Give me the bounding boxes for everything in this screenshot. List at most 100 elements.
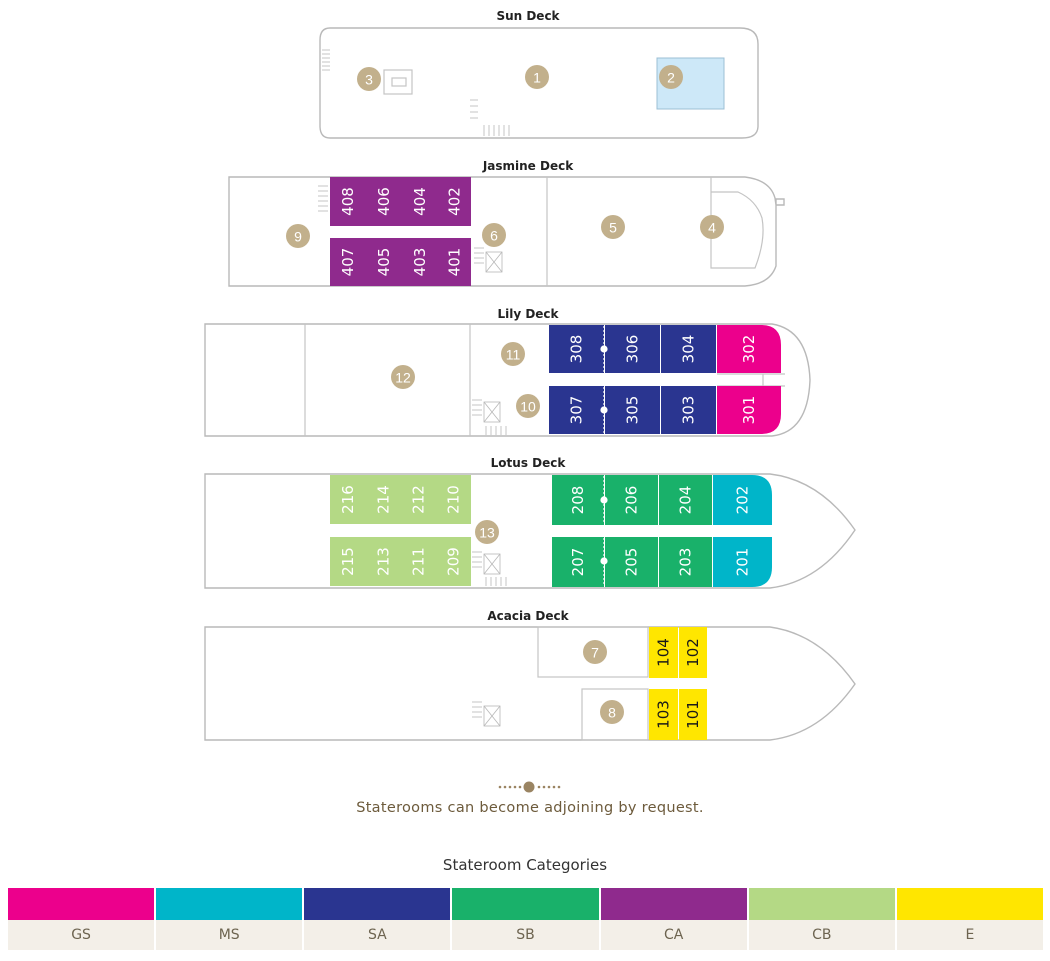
stateroom-303[interactable]: 303 xyxy=(661,386,716,434)
stateroom-number: 211 xyxy=(410,547,428,576)
stateroom-number: 103 xyxy=(655,700,673,729)
category-gs: GS xyxy=(8,888,155,950)
category-ms: MS xyxy=(156,888,303,950)
deck-title-sun: Sun Deck xyxy=(496,9,560,23)
stateroom-404[interactable]: 404 xyxy=(402,177,438,226)
area-marker-7[interactable]: 7 xyxy=(583,640,607,664)
area-marker-3[interactable]: 3 xyxy=(357,67,381,91)
area-marker-2[interactable]: 2 xyxy=(659,65,683,89)
stateroom-216[interactable]: 216 xyxy=(330,475,366,524)
marker-number: 5 xyxy=(609,220,617,236)
stateroom-402[interactable]: 402 xyxy=(438,177,471,226)
area-marker-1[interactable]: 1 xyxy=(525,65,549,89)
stateroom-206[interactable]: 206 xyxy=(605,475,658,525)
stateroom-405[interactable]: 405 xyxy=(366,238,402,286)
category-swatch xyxy=(896,888,1043,920)
deck-title-acacia: Acacia Deck xyxy=(487,609,569,623)
stateroom-shape xyxy=(549,386,604,434)
stateroom-number: 407 xyxy=(339,248,357,277)
stateroom-408[interactable]: 408 xyxy=(330,177,366,226)
stateroom-shape xyxy=(659,537,712,587)
stateroom-304[interactable]: 304 xyxy=(661,325,716,373)
stateroom-204[interactable]: 204 xyxy=(659,475,712,525)
stateroom-number: 305 xyxy=(624,396,642,425)
stateroom-302[interactable]: 302 xyxy=(717,325,781,373)
stateroom-shape xyxy=(366,177,402,226)
stateroom-shape xyxy=(552,475,604,525)
category-e: E xyxy=(896,888,1043,950)
marker-circle xyxy=(659,65,683,89)
category-swatch xyxy=(600,888,747,920)
stateroom-number: 102 xyxy=(684,638,702,667)
stateroom-number: 306 xyxy=(624,335,642,364)
stateroom-number: 205 xyxy=(623,548,641,577)
category-swatch xyxy=(748,888,895,920)
marker-number: 8 xyxy=(608,705,616,721)
stateroom-201[interactable]: 201 xyxy=(713,537,772,587)
area-marker-11[interactable]: 11 xyxy=(501,342,525,366)
area-marker-4[interactable]: 4 xyxy=(700,215,724,239)
stateroom-211[interactable]: 211 xyxy=(401,537,436,586)
stateroom-number: 307 xyxy=(568,396,586,425)
stateroom-number: 303 xyxy=(680,396,698,425)
stateroom-shape xyxy=(330,177,366,226)
stateroom-305[interactable]: 305 xyxy=(605,386,660,434)
stateroom-shape xyxy=(436,537,471,586)
marker-circle xyxy=(391,365,415,389)
stateroom-number: 215 xyxy=(339,547,357,576)
marker-circle xyxy=(475,520,499,544)
area-marker-9[interactable]: 9 xyxy=(286,224,310,248)
stateroom-209[interactable]: 209 xyxy=(436,537,471,586)
stateroom-number: 404 xyxy=(411,187,429,216)
stateroom-210[interactable]: 210 xyxy=(436,475,471,524)
area-marker-8[interactable]: 8 xyxy=(600,700,624,724)
stateroom-213[interactable]: 213 xyxy=(366,537,401,586)
marker-number: 11 xyxy=(506,347,521,363)
area-marker-10[interactable]: 10 xyxy=(516,394,540,418)
marker-number: 9 xyxy=(294,229,302,245)
stateroom-308[interactable]: 308 xyxy=(549,325,604,373)
stateroom-shape xyxy=(661,386,716,434)
categories-title: Stateroom Categories xyxy=(442,856,608,874)
stateroom-number: 403 xyxy=(411,248,429,277)
stateroom-407[interactable]: 407 xyxy=(330,238,366,286)
stateroom-shape xyxy=(713,475,772,525)
area-marker-6[interactable]: 6 xyxy=(482,223,506,247)
stateroom-number: 207 xyxy=(569,548,587,577)
stateroom-shape xyxy=(549,325,604,373)
stateroom-301[interactable]: 301 xyxy=(717,386,781,434)
area-marker-12[interactable]: 12 xyxy=(391,365,415,389)
stateroom-403[interactable]: 403 xyxy=(402,238,438,286)
stateroom-101[interactable]: 101 xyxy=(679,689,707,740)
adjoining-dot xyxy=(600,496,608,504)
stateroom-number: 302 xyxy=(740,335,758,364)
stateroom-214[interactable]: 214 xyxy=(366,475,401,524)
area-marker-13[interactable]: 13 xyxy=(475,520,499,544)
stateroom-shape xyxy=(330,537,366,586)
stateroom-203[interactable]: 203 xyxy=(659,537,712,587)
stateroom-102[interactable]: 102 xyxy=(679,627,707,678)
category-label: SB xyxy=(452,920,599,950)
stateroom-406[interactable]: 406 xyxy=(366,177,402,226)
stateroom-208[interactable]: 208 xyxy=(552,475,604,525)
category-label: MS xyxy=(156,920,303,950)
stateroom-205[interactable]: 205 xyxy=(605,537,658,587)
area-marker-5[interactable]: 5 xyxy=(601,215,625,239)
category-label: GS xyxy=(8,920,155,950)
stateroom-104[interactable]: 104 xyxy=(649,627,678,678)
stateroom-shape xyxy=(366,238,402,286)
stateroom-307[interactable]: 307 xyxy=(549,386,604,434)
stateroom-212[interactable]: 212 xyxy=(401,475,436,524)
stateroom-202[interactable]: 202 xyxy=(713,475,772,525)
stateroom-103[interactable]: 103 xyxy=(649,689,678,740)
stateroom-215[interactable]: 215 xyxy=(330,537,366,586)
stateroom-401[interactable]: 401 xyxy=(438,238,471,286)
category-ca: CA xyxy=(600,888,747,950)
deck-acacia xyxy=(204,626,856,741)
category-sb: SB xyxy=(452,888,599,950)
stateroom-207[interactable]: 207 xyxy=(552,537,604,587)
stateroom-number: 402 xyxy=(446,187,464,216)
stateroom-306[interactable]: 306 xyxy=(605,325,660,373)
